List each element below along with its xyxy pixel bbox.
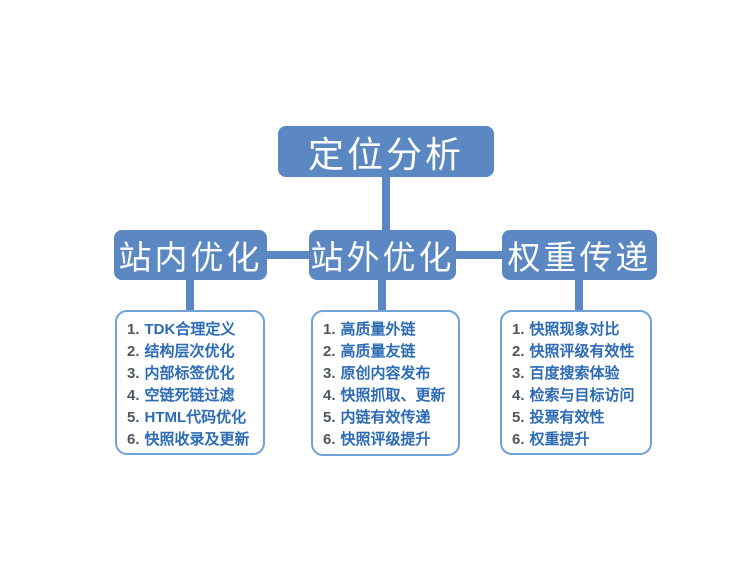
item-text: 快照评级提升 (340, 431, 431, 448)
list-item: 1. 高质量外链 (323, 319, 452, 341)
connector-branch1-branch2 (265, 251, 311, 259)
item-text: 原创内容发布 (340, 365, 431, 382)
item-text: 检索与目标访问 (529, 387, 635, 404)
list-item: 2. 结构层次优化 (127, 341, 257, 363)
item-number: 3. (127, 365, 140, 382)
list-item: 2. 快照评级有效性 (512, 341, 644, 363)
item-number: 6. (323, 431, 336, 448)
item-number: 1. (127, 321, 140, 338)
item-text: 高质量友链 (340, 343, 416, 360)
list-item: 4. 快照抓取、更新 (323, 385, 452, 407)
branch-node-weight: 权重传递 (502, 230, 657, 280)
connector-branch3-to-list (575, 278, 583, 312)
item-text: 快照抓取、更新 (340, 387, 446, 404)
connector-branch2-to-list (378, 278, 386, 312)
branch-node-label: 权重传递 (507, 239, 652, 276)
list-item: 3. 原创内容发布 (323, 363, 452, 385)
branch-node-label: 站外优化 (310, 239, 455, 276)
item-text: 投票有效性 (529, 409, 605, 426)
item-number: 1. (323, 321, 336, 338)
root-node: 定位分析 (278, 126, 494, 177)
list-box-weight: 1. 快照现象对比 2. 快照评级有效性 3. 百度搜索体验 4. 检索与目标访… (500, 310, 652, 455)
item-number: 3. (323, 365, 336, 382)
list-item: 4. 检索与目标访问 (512, 385, 644, 407)
item-number: 3. (512, 365, 525, 382)
list-item: 3. 百度搜索体验 (512, 363, 644, 385)
list-item: 6. 权重提升 (512, 429, 644, 451)
item-number: 5. (512, 409, 525, 426)
root-node-label: 定位分析 (307, 133, 464, 175)
item-number: 2. (323, 343, 336, 360)
list-box-onsite: 1. TDK合理定义 2. 结构层次优化 3. 内部标签优化 4. 空链死链过滤… (115, 310, 265, 455)
item-number: 6. (512, 431, 525, 448)
list-item: 5. 内链有效传递 (323, 407, 452, 429)
list-item: 5. HTML代码优化 (127, 407, 257, 429)
item-number: 2. (127, 343, 140, 360)
item-number: 2. (512, 343, 525, 360)
item-text: 权重提升 (529, 431, 590, 448)
list-item: 6. 快照评级提升 (323, 429, 452, 451)
item-text: 快照收录及更新 (144, 431, 250, 448)
item-number: 5. (323, 409, 336, 426)
item-number: 4. (512, 387, 525, 404)
item-text: 内部标签优化 (144, 365, 235, 382)
item-text: 空链死链过滤 (144, 387, 235, 404)
item-text: TDK合理定义 (144, 321, 236, 338)
item-text: 百度搜索体验 (529, 365, 620, 382)
list-item: 3. 内部标签优化 (127, 363, 257, 385)
list-item: 6. 快照收录及更新 (127, 429, 257, 451)
item-text: HTML代码优化 (144, 409, 247, 426)
connector-branch1-to-list (186, 278, 194, 312)
list-item: 2. 高质量友链 (323, 341, 452, 363)
connector-root-to-branch2 (382, 175, 390, 232)
item-text: 内链有效传递 (340, 409, 431, 426)
branch-node-onsite: 站内优化 (114, 230, 267, 280)
connector-branch2-branch3 (454, 251, 504, 259)
list-item: 1. 快照现象对比 (512, 319, 644, 341)
item-number: 1. (512, 321, 525, 338)
branch-node-label: 站内优化 (118, 239, 263, 276)
item-text: 高质量外链 (340, 321, 416, 338)
item-text: 快照现象对比 (529, 321, 620, 338)
item-number: 5. (127, 409, 140, 426)
item-number: 4. (127, 387, 140, 404)
item-number: 4. (323, 387, 336, 404)
list-item: 4. 空链死链过滤 (127, 385, 257, 407)
item-text: 结构层次优化 (144, 343, 235, 360)
list-item: 5. 投票有效性 (512, 407, 644, 429)
item-text: 快照评级有效性 (529, 343, 635, 360)
list-item: 1. TDK合理定义 (127, 319, 257, 341)
branch-node-offsite: 站外优化 (309, 230, 456, 280)
list-box-offsite: 1. 高质量外链 2. 高质量友链 3. 原创内容发布 4. 快照抓取、更新 5… (311, 310, 460, 456)
item-number: 6. (127, 431, 140, 448)
